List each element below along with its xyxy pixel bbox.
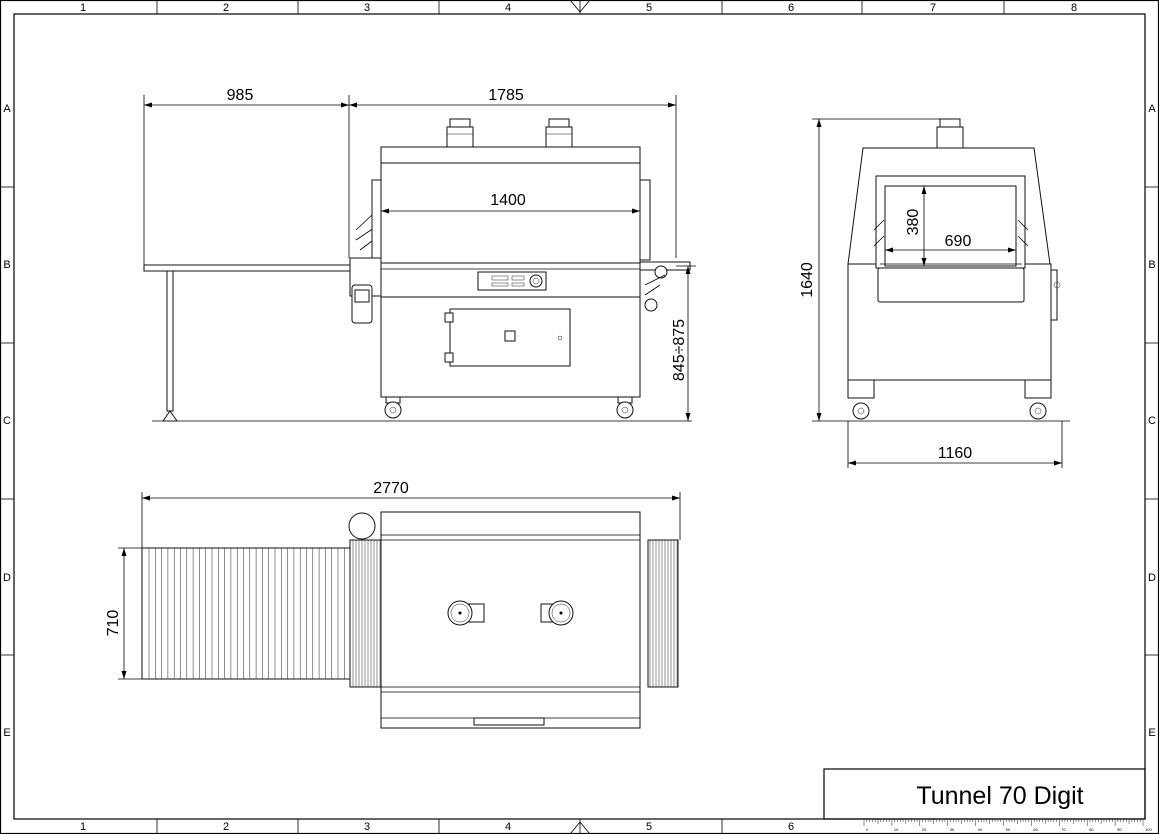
dim-overall-length: 2770 — [141, 480, 681, 548]
dim-overall-width: 1160 — [847, 421, 1063, 468]
grid-row-left-d: D — [3, 572, 11, 584]
dim-belt-width: 710 — [105, 547, 142, 680]
dim-opening-width: 690 — [885, 233, 1016, 253]
grid-row-left-b: B — [3, 259, 10, 271]
scale-tick-label: 30 — [950, 827, 955, 832]
inlet-rollers — [352, 540, 381, 687]
dim-overall-width-label: 1160 — [938, 445, 973, 462]
scale-tick-label: 90 — [1117, 827, 1122, 832]
grid-col-top-8: 8 — [1071, 2, 1077, 14]
front-view: 985 1785 1400 845÷875 — [143, 87, 696, 422]
grid-col-bottom-6: 6 — [788, 821, 794, 833]
dim-working-height: 845÷875 — [671, 265, 696, 421]
grid-row-right-a: A — [1148, 103, 1156, 115]
dim-chamber-length-label: 1400 — [490, 192, 526, 209]
grid-col-bottom-4: 4 — [505, 821, 511, 833]
grid-row-left-a: A — [3, 103, 11, 115]
scale-tick-label: 40 — [978, 827, 983, 832]
grid-row-right-e: E — [1148, 727, 1155, 739]
side-view: 1640 1160 380 690 — [799, 118, 1070, 468]
scale-tick-label: 10 — [894, 827, 899, 832]
dim-overall-length-label: 2770 — [373, 480, 409, 497]
grid-row-right-d: D — [1148, 572, 1156, 584]
grid-col-top-1: 1 — [80, 2, 86, 14]
dim-conveyor-length-label: 985 — [227, 87, 254, 104]
grid-col-top-5: 5 — [646, 2, 652, 14]
dim-belt-width-label: 710 — [105, 610, 122, 637]
dim-tunnel-length: 1785 — [349, 87, 677, 258]
infeed-rollers — [148, 548, 345, 679]
dim-conveyor-length: 985 — [143, 87, 350, 265]
grid-row-right-b: B — [1148, 259, 1155, 271]
dim-tunnel-length-label: 1785 — [488, 87, 524, 104]
dim-chamber-length: 1400 — [381, 192, 640, 214]
dim-opening-height: 380 — [905, 186, 927, 266]
scale-tick-label: 70 — [1061, 827, 1066, 832]
title-block: Tunnel 70 Digit — [823, 768, 1146, 820]
dim-opening-width-label: 690 — [945, 233, 972, 250]
grid-row-left-c: C — [3, 415, 11, 427]
grid-col-bottom-2: 2 — [223, 821, 229, 833]
dim-working-height-label: 845÷875 — [671, 319, 688, 381]
grid-col-top-6: 6 — [788, 2, 794, 14]
scale-tick-label: 60 — [1033, 827, 1038, 832]
grid-col-bottom-3: 3 — [364, 821, 370, 833]
scale-tick-label: 50 — [1006, 827, 1011, 832]
scale-bar: 0 10 20 30 40 50 60 70 80 90 100 — [862, 818, 1152, 832]
scale-tick-label: 20 — [922, 827, 927, 832]
grid-col-top-4: 4 — [505, 2, 511, 14]
grid-row-right-c: C — [1148, 415, 1156, 427]
grid-col-top-3: 3 — [364, 2, 370, 14]
grid-row-left-e: E — [3, 727, 10, 739]
scale-tick-label: 0 — [866, 827, 869, 832]
outlet-rollers — [649, 540, 678, 687]
drawing-title: Tunnel 70 Digit — [916, 782, 1083, 810]
scale-tick-label: 80 — [1089, 827, 1094, 832]
center-mark-bottom — [569, 819, 591, 834]
scale-tick-label: 100 — [1145, 827, 1152, 832]
dim-opening-height-label: 380 — [905, 209, 922, 236]
dim-overall-height: 1640 — [799, 118, 940, 421]
grid-col-top-2: 2 — [223, 2, 229, 14]
top-view: 2770 710 — [105, 480, 681, 729]
grid-col-bottom-1: 1 — [80, 821, 86, 833]
center-mark-top — [569, 0, 591, 14]
grid-col-top-7: 7 — [930, 2, 936, 14]
dim-overall-height-label: 1640 — [799, 262, 816, 298]
grid-col-bottom-5: 5 — [646, 821, 652, 833]
